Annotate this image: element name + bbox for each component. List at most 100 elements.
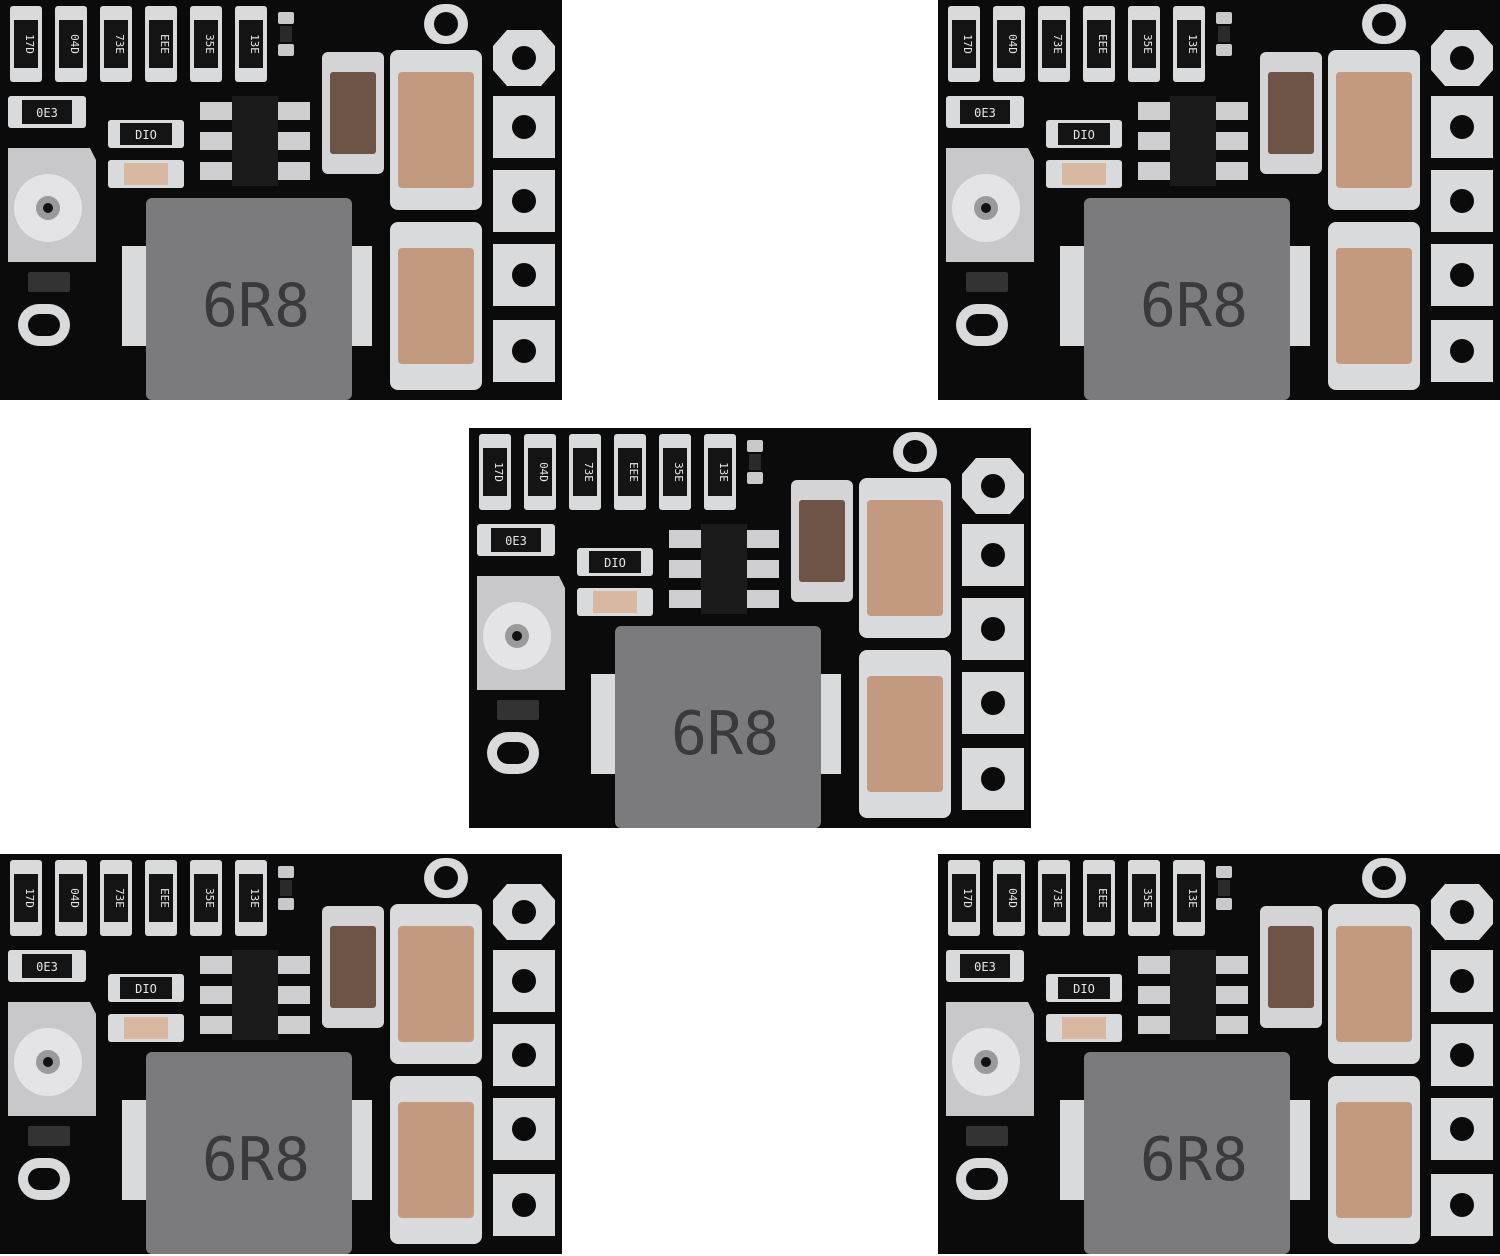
header-pads (962, 458, 1024, 810)
resistor-code: 73E (582, 462, 595, 482)
resistor: EEE (145, 860, 177, 936)
small-capacitor (108, 160, 184, 188)
resistor-0e3: 0E3 (946, 950, 1024, 982)
resistor-code: 73E (1051, 34, 1064, 54)
resistor: 35E (190, 6, 222, 82)
ceramic-capacitor-bottom (1328, 222, 1420, 390)
resistor: 35E (659, 434, 691, 510)
ic-chip (200, 950, 310, 1040)
resistor: EEE (145, 6, 177, 82)
inductor: 6R8 (1060, 198, 1310, 400)
ceramic-capacitor-top (1328, 904, 1420, 1064)
diode-code: DIO (1073, 982, 1095, 996)
ceramic-capacitor-bottom (390, 222, 482, 390)
inductor: 6R8 (1060, 1052, 1310, 1254)
resistor: 13E (704, 434, 736, 510)
diode: DIO (1046, 120, 1122, 148)
diode: DIO (577, 548, 653, 576)
resistor-code: 17D (961, 888, 974, 908)
resistor-code: EEE (158, 888, 171, 908)
inductor: 6R8 (122, 198, 372, 400)
diode-code: DIO (135, 128, 157, 142)
resistor-0e3: 0E3 (8, 950, 86, 982)
ceramic-capacitor-top (1328, 50, 1420, 210)
ceramic-capacitor-bottom (1328, 1076, 1420, 1244)
resistor-code: 17D (23, 888, 36, 908)
resistor-0e3: 0E3 (8, 96, 86, 128)
resistor-code: EEE (1096, 888, 1109, 908)
resistor-0e3: 0E3 (946, 96, 1024, 128)
resistor-code: 04D (1006, 34, 1019, 54)
resistor: 73E (100, 6, 132, 82)
header-pads (493, 30, 555, 382)
resistor-code: EEE (1096, 34, 1109, 54)
resistor-0e3: 0E3 (477, 524, 555, 556)
resistor-code: 35E (1141, 34, 1154, 54)
resistor: 13E (235, 860, 267, 936)
ceramic-capacitor-top (859, 478, 951, 638)
resistor-row: 17D 04D 73E EEE 35E 13E (948, 6, 1205, 82)
resistor-code: EEE (158, 34, 171, 54)
header-pads (493, 884, 555, 1236)
resistor-code: 35E (1141, 888, 1154, 908)
ic-chip (1138, 950, 1248, 1040)
ic-chip (669, 524, 779, 614)
resistor-row: 17D 04D 73E EEE 35E 13E (10, 6, 267, 82)
ceramic-capacitor-top (390, 50, 482, 210)
module-center: 17D 04D 73E EEE 35E 13E 0E3 DIO (469, 428, 1031, 828)
resistor-code: EEE (627, 462, 640, 482)
tantalum-capacitor (322, 52, 384, 174)
resistor: 13E (1173, 860, 1205, 936)
resistor-code: 35E (203, 34, 216, 54)
diode: DIO (108, 120, 184, 148)
resistor: 04D (993, 6, 1025, 82)
resistor: 04D (55, 6, 87, 82)
resistor: 13E (235, 6, 267, 82)
resistor: 17D (948, 860, 980, 936)
diode: DIO (1046, 974, 1122, 1002)
module-top-left: 17D 04D 73E EEE 35E 13E 0E3 DIO (0, 0, 562, 400)
small-capacitor (577, 588, 653, 616)
potentiometer (8, 148, 96, 262)
inductor-marking: 6R8 (671, 699, 779, 769)
resistor-code: 17D (492, 462, 505, 482)
resistor: 17D (10, 860, 42, 936)
small-capacitor (1046, 1014, 1122, 1042)
diode-code: DIO (135, 982, 157, 996)
module-top-right: 17D 04D 73E EEE 35E 13E 0E3 DIO (938, 0, 1500, 400)
resistor: 13E (1173, 6, 1205, 82)
tantalum-capacitor (1260, 906, 1322, 1028)
resistor-code: 0E3 (974, 960, 996, 974)
resistor-code: 04D (68, 34, 81, 54)
resistor: 04D (524, 434, 556, 510)
inductor: 6R8 (122, 1052, 372, 1254)
resistor: 35E (1128, 860, 1160, 936)
resistor-code: 73E (113, 34, 126, 54)
potentiometer (946, 148, 1034, 262)
resistor-code: 17D (23, 34, 36, 54)
ceramic-capacitor-bottom (390, 1076, 482, 1244)
potentiometer (477, 576, 565, 690)
tantalum-capacitor (322, 906, 384, 1028)
resistor-code: 0E3 (974, 106, 996, 120)
resistor-code: 13E (1186, 34, 1199, 54)
resistor-code: 0E3 (505, 534, 527, 548)
header-pads (1431, 884, 1493, 1236)
resistor-code: 0E3 (36, 106, 58, 120)
tantalum-capacitor (791, 480, 853, 602)
header-pads (1431, 30, 1493, 382)
diode-code: DIO (604, 556, 626, 570)
small-capacitor (1046, 160, 1122, 188)
potentiometer (8, 1002, 96, 1116)
ceramic-capacitor-bottom (859, 650, 951, 818)
resistor-code: 17D (961, 34, 974, 54)
resistor-code: 13E (248, 888, 261, 908)
resistor-code: 13E (1186, 888, 1199, 908)
resistor: EEE (614, 434, 646, 510)
resistor-code: 73E (113, 888, 126, 908)
resistor-code: 04D (537, 462, 550, 482)
resistor: 73E (569, 434, 601, 510)
